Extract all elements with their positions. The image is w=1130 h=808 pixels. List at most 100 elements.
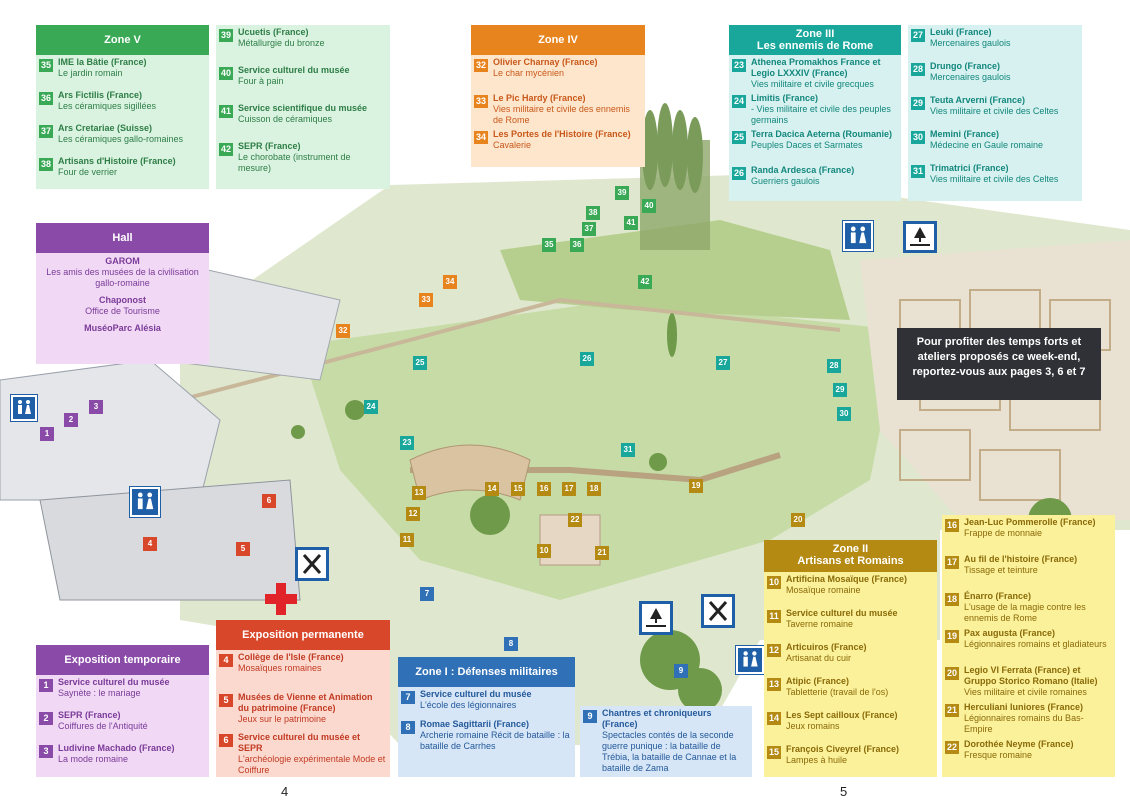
map-marker-6[interactable]: 6 [262, 494, 276, 508]
map-marker-10[interactable]: 10 [537, 544, 551, 558]
exhibitor-name: Service culturel du musée [58, 677, 170, 687]
map-marker-42[interactable]: 42 [638, 275, 652, 289]
exhibitor-name: Artisans d'Histoire (France) [58, 156, 176, 166]
map-marker-1[interactable]: 1 [40, 427, 54, 441]
zone-ii-header: Zone II Artisans et Romains [764, 540, 937, 572]
map-marker-36[interactable]: 36 [570, 238, 584, 252]
map-marker-12[interactable]: 12 [406, 507, 420, 521]
activity-description: Saynète : le mariage [58, 688, 141, 698]
exhibitor-name: SEPR (France) [238, 141, 301, 151]
map-marker-24[interactable]: 24 [364, 400, 378, 414]
map-marker-22[interactable]: 22 [568, 513, 582, 527]
exhibitor-name: Randa Ardesca (France) [751, 165, 855, 175]
map-marker-26[interactable]: 26 [580, 352, 594, 366]
activity-description: Mercenaires gaulois [930, 38, 1011, 48]
map-marker-20[interactable]: 20 [791, 513, 805, 527]
map-marker-39[interactable]: 39 [615, 186, 629, 200]
map-marker-37[interactable]: 37 [582, 222, 596, 236]
restaurant-icon[interactable] [296, 548, 328, 580]
exhibitor-name: SEPR (France) [58, 710, 121, 720]
map-marker-21[interactable]: 21 [595, 546, 609, 560]
exhibitor-name: IME la Bâtie (France) [58, 57, 147, 67]
activity-description: Four à pain [238, 76, 284, 86]
map-marker-18[interactable]: 18 [587, 482, 601, 496]
map-marker-16[interactable]: 16 [537, 482, 551, 496]
page-number-right: 5 [840, 784, 848, 799]
picnic-area-icon[interactable] [904, 222, 936, 252]
legend-number-badge: 28 [911, 63, 925, 76]
map-marker-31[interactable]: 31 [621, 443, 635, 457]
map-marker-32[interactable]: 32 [336, 324, 350, 338]
map-marker-30[interactable]: 30 [837, 407, 851, 421]
legend-number-badge: 22 [945, 741, 959, 754]
activity-description: Artisanat du cuir [786, 653, 852, 663]
exhibitor-name: Pax augusta (France) [964, 628, 1056, 638]
restroom-icon[interactable] [843, 221, 873, 251]
map-marker-8[interactable]: 8 [504, 637, 518, 651]
legend-number-badge: 36 [39, 92, 53, 105]
map-marker-38[interactable]: 38 [586, 206, 600, 220]
picnic-area-icon-glyph [646, 608, 666, 627]
map-marker-15[interactable]: 15 [511, 482, 525, 496]
restroom-icon[interactable] [130, 487, 160, 517]
expo-temporaire-title: Exposition temporaire [36, 645, 209, 675]
activity-description: Jeux sur le patrimoine [238, 714, 327, 724]
map-marker-7[interactable]: 7 [420, 587, 434, 601]
map-marker-34[interactable]: 34 [443, 275, 457, 289]
activity-description: Tabletterie (travail de l'os) [786, 687, 889, 697]
map-marker-14[interactable]: 14 [485, 482, 499, 496]
map-marker-3[interactable]: 3 [89, 400, 103, 414]
exhibitor-name: Collège de l'Isle (France) [238, 652, 344, 662]
legend-number-badge: 9 [583, 710, 597, 723]
map-marker-19[interactable]: 19 [689, 479, 703, 493]
legend-number-badge: 18 [945, 593, 959, 606]
map-marker-23[interactable]: 23 [400, 436, 414, 450]
activity-description: Vies militaire et civile romaines [964, 687, 1087, 697]
map-marker-11[interactable]: 11 [400, 533, 414, 547]
map-marker-29[interactable]: 29 [833, 383, 847, 397]
map-marker-25[interactable]: 25 [413, 356, 427, 370]
exhibitor-name: Teuta Arverni (France) [930, 95, 1026, 105]
restroom-icon[interactable] [736, 646, 764, 674]
map-marker-9[interactable]: 9 [674, 664, 688, 678]
map-marker-33[interactable]: 33 [419, 293, 433, 307]
restroom-icon[interactable] [11, 395, 37, 421]
map-marker-40[interactable]: 40 [642, 199, 656, 213]
exhibitor-name: Athenea Promakhos France et Legio LXXXIV… [751, 57, 881, 78]
map-marker-17[interactable]: 17 [562, 482, 576, 496]
map-marker-41[interactable]: 41 [624, 216, 638, 230]
map-marker-28[interactable]: 28 [827, 359, 841, 373]
map-marker-2[interactable]: 2 [64, 413, 78, 427]
activity-description: Vies militaire et civile des Celtes [930, 106, 1059, 116]
legend-number-badge: 24 [732, 95, 746, 108]
restaurant-icon[interactable] [702, 595, 734, 627]
zone-i-title: Zone I : Défenses militaires [398, 657, 575, 687]
map-marker-4[interactable]: 4 [143, 537, 157, 551]
map-marker-5[interactable]: 5 [236, 542, 250, 556]
exhibitor-name: Legio VI Ferrata (France) et Gruppo Stor… [964, 665, 1098, 686]
activity-description: L'archéologie expérimentale Mode et Coif… [238, 754, 386, 775]
exhibitor-name: Service culturel du musée [786, 608, 898, 618]
picnic-area-icon[interactable] [640, 602, 672, 634]
activity-description: Légionnaires romains et gladiateurs [964, 639, 1107, 649]
activity-description: Frappe de monnaie [964, 528, 1043, 538]
map-marker-35[interactable]: 35 [542, 238, 556, 252]
legend-number-badge: 32 [474, 59, 488, 72]
map-marker-27[interactable]: 27 [716, 356, 730, 370]
map-marker-13[interactable]: 13 [412, 486, 426, 500]
